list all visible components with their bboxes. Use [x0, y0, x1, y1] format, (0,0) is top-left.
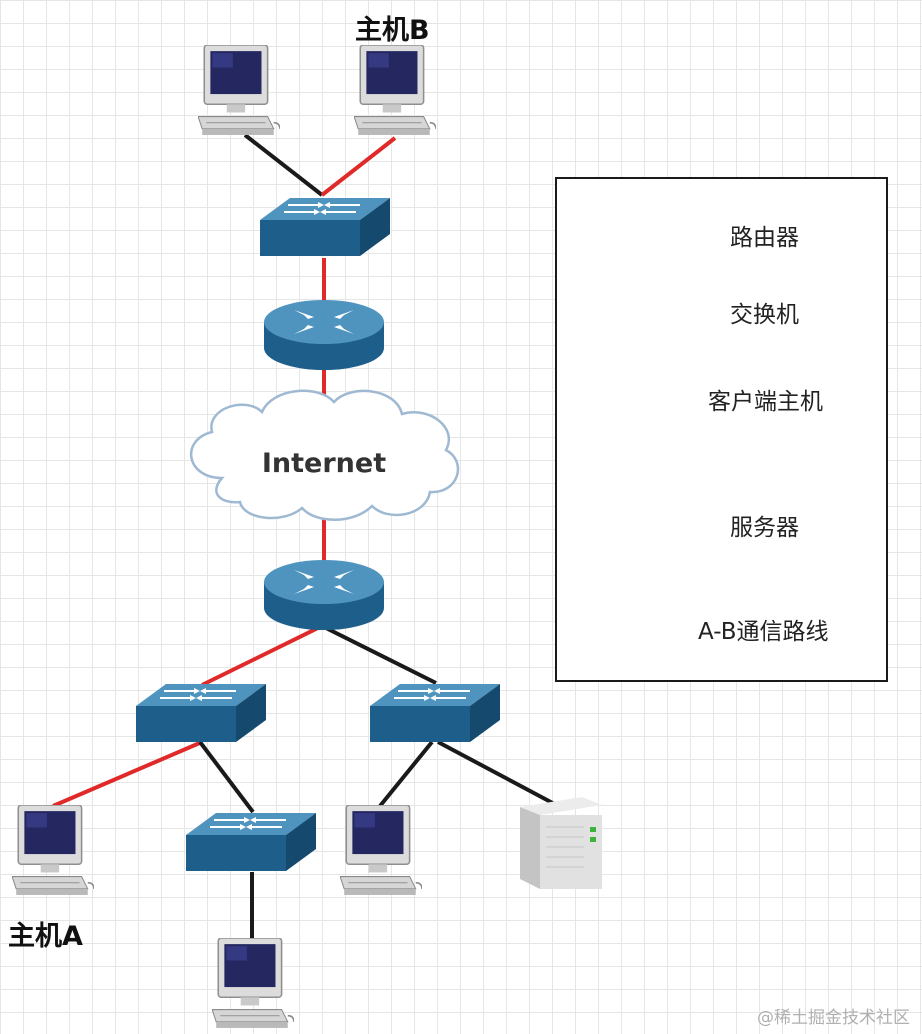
internet-cloud-icon	[189, 389, 460, 521]
host-b-left-pc-icon	[198, 45, 280, 136]
watermark: @稀土掘金技术社区	[757, 1008, 910, 1028]
host-a-pc-icon	[12, 805, 94, 896]
right-pc-icon	[340, 805, 422, 896]
legend-ab-path-label: A-B通信路线	[698, 619, 829, 645]
internet-label: Internet	[262, 448, 386, 479]
connection-lines	[52, 133, 563, 940]
host-b-pc-icon	[354, 45, 436, 136]
legend-box	[555, 177, 888, 682]
right-switch-icon	[370, 683, 500, 743]
bottom-router-icon	[264, 560, 384, 630]
link-host-b-switch	[320, 136, 397, 197]
top-router-icon	[264, 300, 384, 370]
link-router-left-switch	[201, 624, 323, 687]
legend-router-label: 路由器	[730, 225, 799, 251]
link-router-right-switch	[321, 624, 437, 685]
bottom-pc-icon	[212, 938, 294, 1029]
host-b-label: 主机B	[355, 15, 430, 46]
link-pc-b1-switch	[243, 133, 324, 197]
top-switch-icon	[260, 197, 390, 257]
legend-switch-label: 交换机	[730, 302, 799, 328]
left-switch-icon	[136, 683, 266, 743]
link-right-switch-pc	[378, 740, 434, 808]
legend-server-label: 服务器	[730, 515, 799, 541]
link-right-switch-server	[437, 740, 563, 810]
legend-client-host-label: 客户端主机	[708, 389, 823, 415]
server-icon	[520, 796, 602, 890]
link-left-switch-host-a	[52, 740, 203, 808]
sub-switch-icon	[186, 812, 316, 872]
link-left-switch-sub-switch	[198, 740, 255, 814]
host-a-label: 主机A	[8, 921, 83, 952]
